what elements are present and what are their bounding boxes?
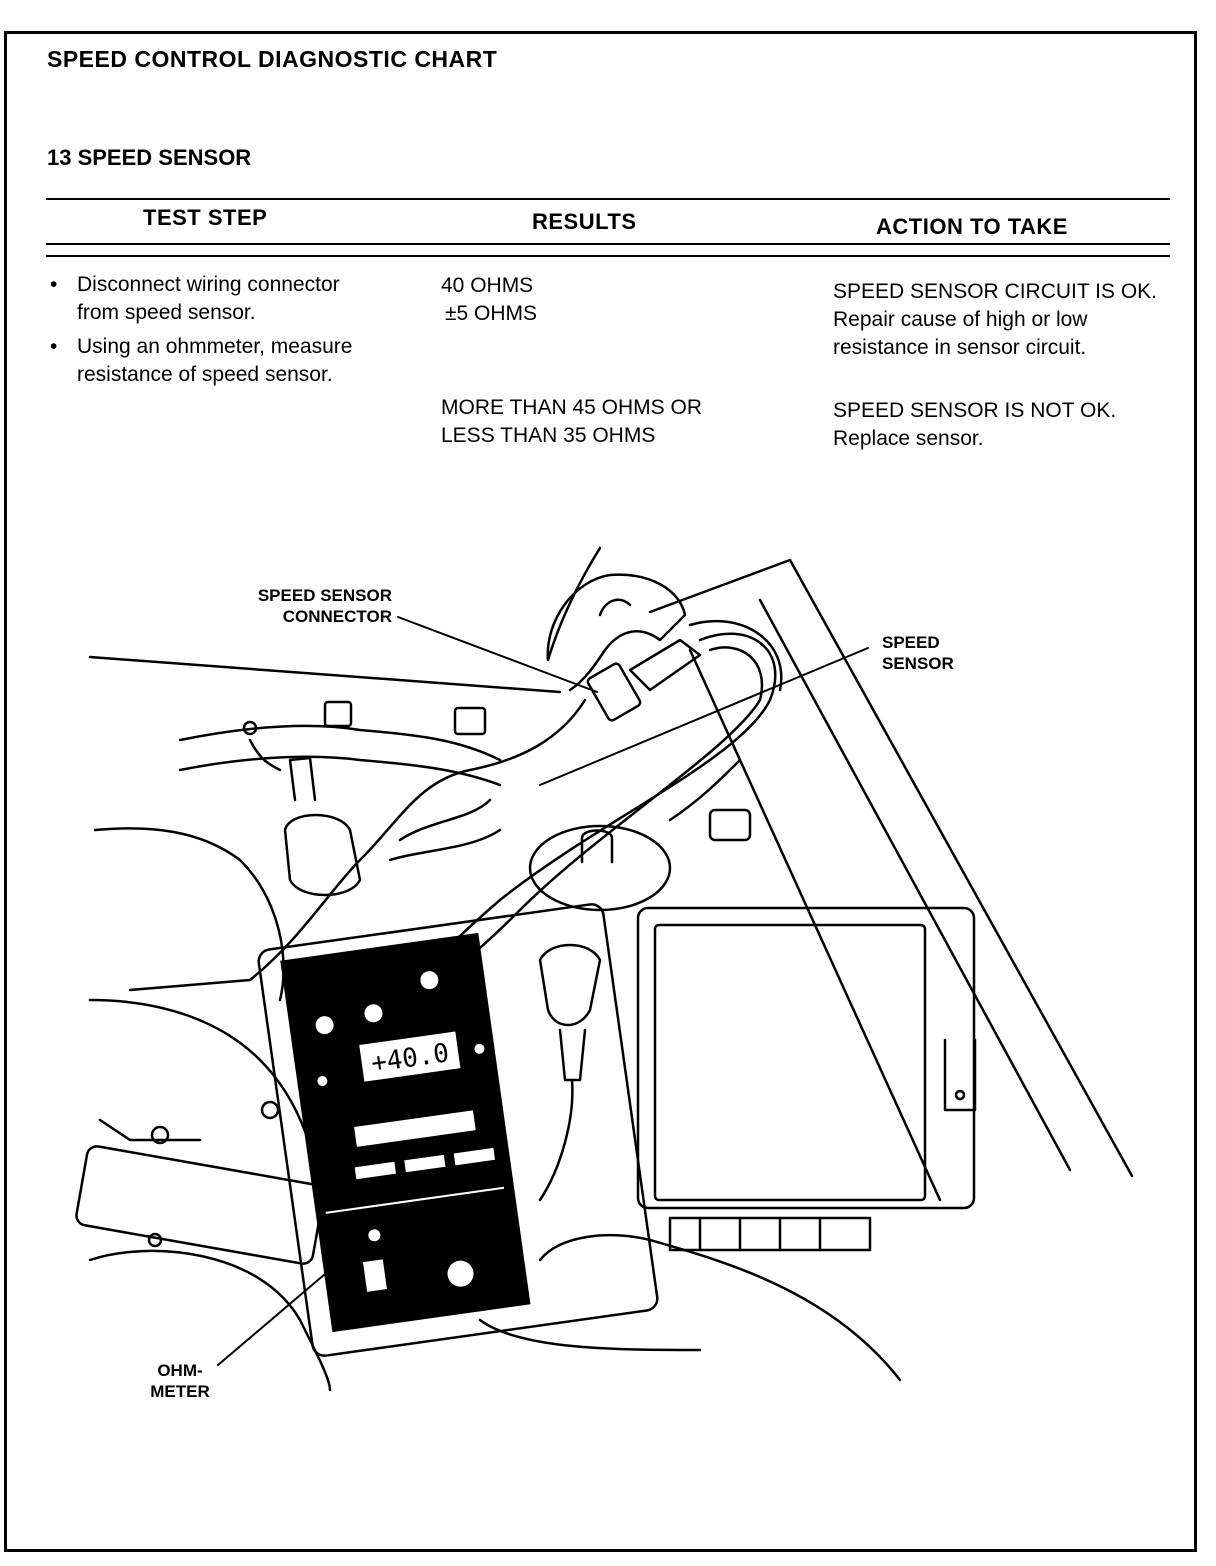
right-fender-outline [648, 558, 1134, 1178]
result-cell-ok: 40 OHMS ±5 OHMS [441, 272, 801, 328]
callout-ohmmeter: OHM- METER [150, 1361, 210, 1401]
callout-speed-sensor: SPEED SENSOR [882, 633, 954, 673]
table-body-rule [46, 255, 1170, 257]
engine-fitting [283, 813, 362, 897]
table-header-rule [46, 243, 1170, 245]
action-text: Repair cause of high or low resistance i… [833, 308, 1088, 359]
result-text: MORE THAN 45 OHMS OR [441, 396, 702, 419]
speed-sensor [538, 943, 602, 1027]
page-frame [4, 31, 1197, 1552]
table-top-rule [46, 198, 1170, 200]
action-text: SPEED SENSOR IS NOT OK. [833, 399, 1117, 422]
ohmmeter-case [257, 903, 659, 1357]
section-title: 13 SPEED SENSOR [47, 145, 252, 170]
callout-speed-sensor-connector: SPEED SENSOR CONNECTOR [257, 586, 392, 626]
action-text: SPEED SENSOR CIRCUIT IS OK. [833, 280, 1158, 303]
action-text: Replace sensor. [833, 427, 984, 450]
action-cell-not-ok: SPEED SENSOR IS NOT OK. Replace sensor. [833, 397, 1178, 453]
result-text: LESS THAN 35 OHMS [441, 424, 656, 447]
connector-body [586, 662, 642, 722]
col-header-test-step: TEST STEP [143, 205, 268, 230]
hood-edge-line [88, 655, 562, 694]
col-header-action: ACTION TO TAKE [876, 214, 1068, 239]
result-text: ±5 OHMS [445, 302, 538, 325]
connector-leader-line [397, 616, 598, 693]
test-step-cell: Disconnect wiring connector from speed s… [46, 271, 386, 395]
result-text: 40 OHMS [441, 274, 534, 297]
action-cell-ok: SPEED SENSOR CIRCUIT IS OK. Repair cause… [833, 278, 1168, 362]
wiring-harness [178, 724, 502, 762]
test-step-item: Using an ohmmeter, measure resistance of… [46, 333, 386, 389]
hand-lower [538, 1233, 902, 1382]
meter-display [355, 1028, 464, 1086]
sensor-leader-line [539, 647, 869, 786]
hand-upper [546, 573, 687, 692]
result-cell-not-ok: MORE THAN 45 OHMS OR LESS THAN 35 OHMS [441, 394, 811, 450]
air-cleaner [528, 824, 672, 912]
chart-title: SPEED CONTROL DIAGNOSTIC CHART [47, 46, 498, 72]
test-step-item: Disconnect wiring connector from speed s… [46, 271, 386, 327]
col-header-results: RESULTS [532, 209, 637, 234]
